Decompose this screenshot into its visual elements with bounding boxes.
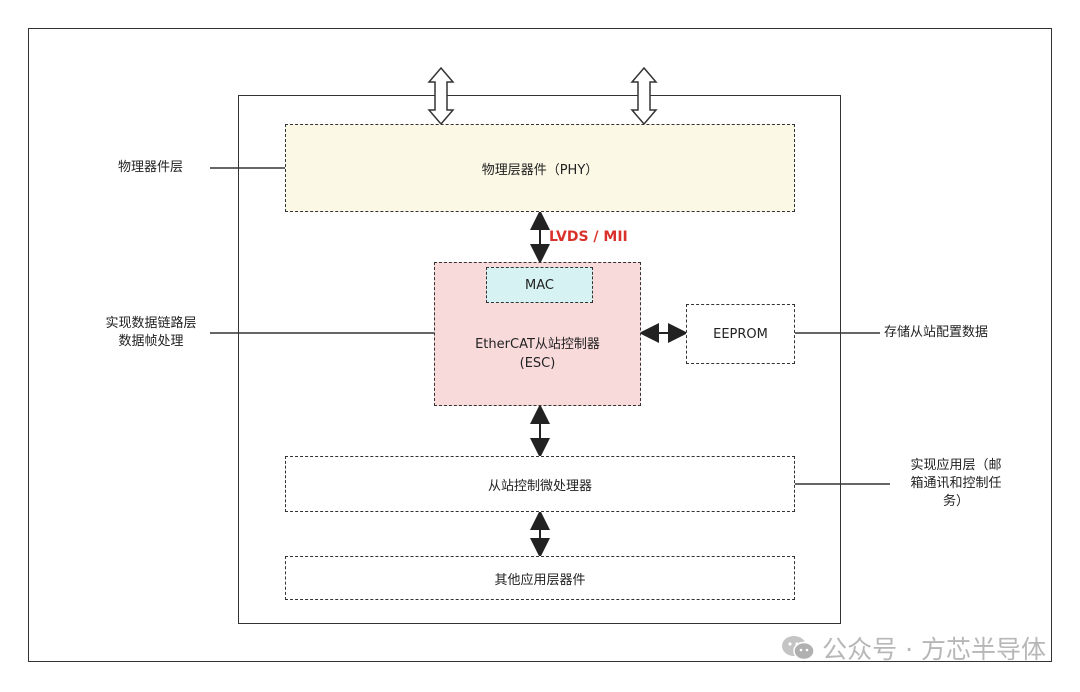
watermark-text: 公众号 · 方芯半导体	[822, 635, 1046, 664]
application-layer-label: 实现应用层（邮 箱通讯和控制任 务）	[892, 457, 1020, 511]
phy-label: 物理层器件（PHY）	[481, 162, 599, 178]
datalink-layer-label: 实现数据链路层 数据帧处理	[96, 315, 206, 351]
application-line1: 实现应用层（邮	[910, 458, 1002, 473]
datalink-line1: 实现数据链路层	[105, 316, 197, 331]
application-line2: 箱通讯和控制任	[910, 476, 1002, 491]
external-double-arrow-right	[630, 66, 658, 126]
mac-block: MAC	[486, 267, 593, 303]
eeprom-block: EEPROM	[686, 304, 795, 364]
esc-label-line1: EtherCAT从站控制器	[475, 337, 600, 352]
other-app-devices-block: 其他应用层器件	[285, 556, 795, 600]
link-label: LVDS / MII	[549, 229, 628, 245]
physical-layer-label: 物理器件层	[118, 159, 183, 177]
physical-layer-text: 物理器件层	[118, 160, 184, 175]
eeprom-note-text: 存储从站配置数据	[884, 325, 989, 340]
application-line3: 务）	[942, 494, 969, 509]
inner-frame	[238, 95, 841, 624]
mcu-label: 从站控制微处理器	[487, 478, 592, 494]
wechat-icon	[782, 636, 815, 661]
datalink-line2: 数据帧处理	[118, 334, 184, 349]
esc-block: EtherCAT从站控制器 (ESC)	[434, 262, 641, 406]
esc-label-line2: (ESC)	[519, 356, 556, 371]
mcu-block: 从站控制微处理器	[285, 456, 795, 512]
eeprom-note-label: 存储从站配置数据	[884, 324, 988, 342]
phy-block: 物理层器件（PHY）	[285, 124, 795, 212]
outer-frame	[28, 28, 1052, 662]
mac-label: MAC	[525, 277, 554, 293]
esc-label: EtherCAT从站控制器 (ESC)	[475, 335, 600, 373]
eeprom-label: EEPROM	[713, 326, 768, 342]
other-app-devices-label: 其他应用层器件	[494, 572, 586, 588]
watermark: 公众号 · 方芯半导体	[780, 630, 1046, 666]
external-double-arrow-left	[427, 66, 455, 126]
